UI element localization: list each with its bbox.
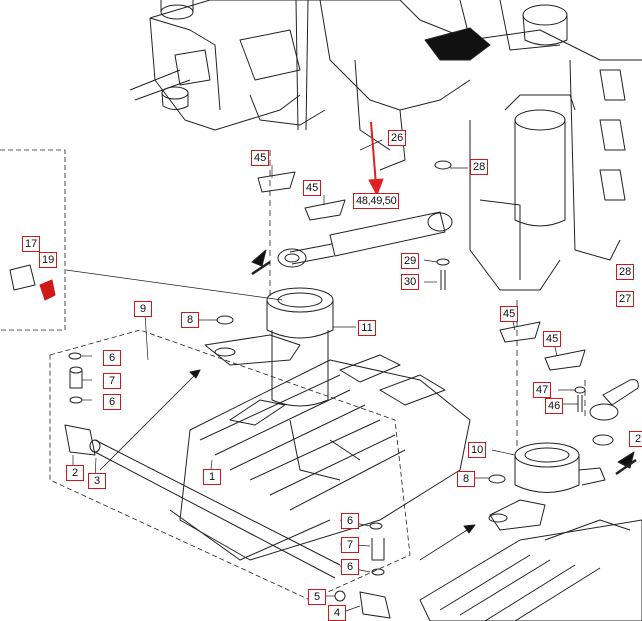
hydraulic-cylinder bbox=[277, 211, 453, 268]
callout-46[interactable]: 46 bbox=[545, 398, 564, 414]
crawler-right bbox=[419, 519, 642, 621]
crawler-left bbox=[169, 354, 471, 561]
axis-lines bbox=[269, 150, 586, 450]
callout-19[interactable]: 19 bbox=[39, 252, 58, 268]
callout-48-49-50[interactable]: 48,49,50 bbox=[353, 193, 400, 209]
detail-left bbox=[9, 264, 56, 301]
power-unit bbox=[424, 27, 576, 227]
callout-6[interactable]: 6 bbox=[341, 513, 359, 529]
callout-7[interactable]: 7 bbox=[103, 373, 121, 389]
callout-17[interactable]: 17 bbox=[22, 236, 41, 252]
callout-10[interactable]: 10 bbox=[468, 442, 487, 458]
callout-8[interactable]: 8 bbox=[181, 312, 199, 328]
callout-27[interactable]: 27 bbox=[616, 291, 635, 307]
callout-9[interactable]: 9 bbox=[134, 301, 152, 317]
callout-11[interactable]: 11 bbox=[358, 320, 376, 336]
view-arrow bbox=[251, 249, 637, 476]
top-pins bbox=[160, 0, 568, 131]
callout-28[interactable]: 28 bbox=[616, 264, 635, 280]
callout-45[interactable]: 45 bbox=[303, 180, 322, 196]
callout-1[interactable]: 1 bbox=[203, 469, 221, 485]
assembly-outline bbox=[0, 149, 411, 601]
callout-29[interactable]: 29 bbox=[401, 253, 420, 269]
callout-45[interactable]: 45 bbox=[500, 306, 519, 322]
callout-30[interactable]: 30 bbox=[401, 274, 420, 290]
fasteners bbox=[216, 160, 639, 484]
callout-2[interactable]: 2 bbox=[66, 465, 84, 481]
callout-28[interactable]: 28 bbox=[470, 159, 489, 175]
callout-3[interactable]: 3 bbox=[88, 473, 106, 489]
callout-4[interactable]: 4 bbox=[328, 605, 346, 621]
callout-7[interactable]: 7 bbox=[341, 537, 359, 553]
slew-ring-right bbox=[488, 442, 606, 531]
red-pointer-arrow bbox=[368, 121, 384, 196]
callout-26[interactable]: 26 bbox=[388, 130, 407, 146]
leader-arrow bbox=[99, 369, 476, 561]
callout-5[interactable]: 5 bbox=[308, 589, 326, 605]
pins-shafts bbox=[64, 352, 391, 619]
callout-45[interactable]: 45 bbox=[251, 150, 270, 166]
leader-lines bbox=[65, 139, 578, 613]
callout-6[interactable]: 6 bbox=[103, 350, 121, 366]
callout-47[interactable]: 47 bbox=[533, 382, 552, 398]
brackets bbox=[257, 171, 586, 371]
callout-6[interactable]: 6 bbox=[103, 394, 121, 410]
callout-2[interactable]: 2 bbox=[629, 431, 642, 447]
callout-6[interactable]: 6 bbox=[341, 559, 359, 575]
slew-ring-left bbox=[204, 287, 334, 407]
callout-45[interactable]: 45 bbox=[543, 331, 562, 347]
main-frame bbox=[129, 0, 642, 291]
callout-8[interactable]: 8 bbox=[457, 471, 475, 487]
